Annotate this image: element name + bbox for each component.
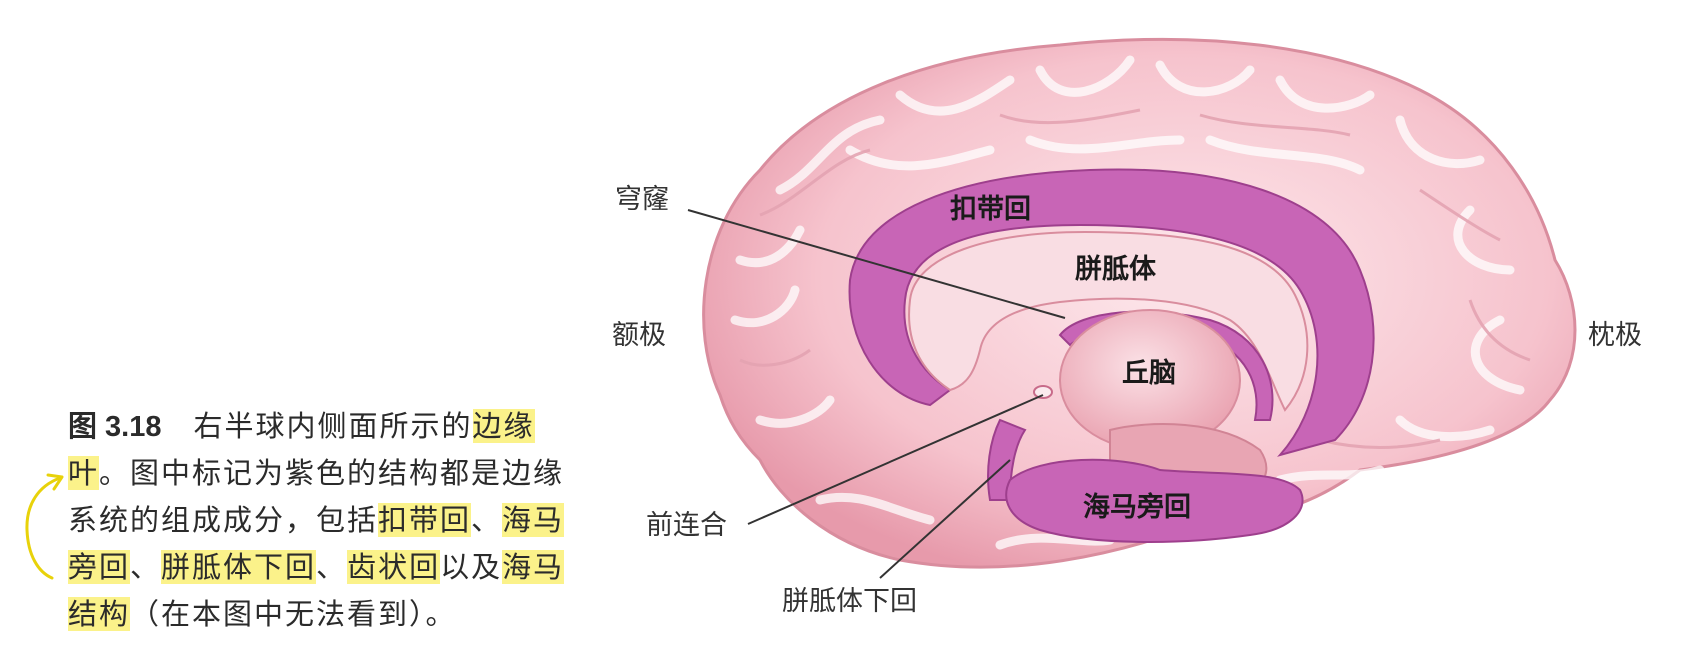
- caption-line-3: 系统的组成成分，包括扣带回、海马: [68, 500, 565, 540]
- sulci-lines: [739, 108, 1531, 449]
- label-cingulate-gyrus: 扣带回: [950, 194, 1031, 225]
- highlighted-text: 齿状回: [347, 550, 441, 584]
- caption-line-4: 旁回、胼胝体下回、齿状回以及海马: [68, 547, 565, 587]
- caption-text: 系统的组成成分，包括: [68, 503, 379, 537]
- label-frontal-pole: 额极: [612, 320, 666, 351]
- highlighted-text: 边缘: [472, 409, 535, 443]
- caption-line-2: 叶。图中标记为紫色的结构都是边缘: [68, 453, 564, 493]
- corpus-callosum: [908, 230, 1309, 412]
- highlighted-text: 海马: [502, 550, 565, 584]
- caption-line-1: 图 3.18 右半球内侧面所示的边缘: [68, 406, 535, 447]
- leader-lines: [687, 209, 1066, 579]
- highlighted-text: 结构: [68, 597, 131, 631]
- caption-text: 、: [316, 550, 348, 584]
- highlighted-text: 胼胝体下回: [161, 550, 317, 584]
- label-corpus-callosum: 胼胝体: [1075, 254, 1157, 285]
- annotation-bracket: [25, 473, 64, 580]
- label-fornix: 穹窿: [615, 184, 669, 215]
- label-subcallosal-gyrus: 胼胝体下回: [782, 586, 917, 617]
- highlighted-text: 扣带回: [378, 503, 472, 537]
- caption-text: 、: [471, 503, 503, 537]
- caption-text: 以及: [440, 550, 503, 584]
- label-parahippocampal-gyrus: 海马旁回: [1083, 491, 1191, 523]
- caption-text: 、: [130, 550, 162, 584]
- subcallosal-gyrus: [987, 418, 1027, 501]
- highlighted-text: 旁回: [68, 550, 131, 584]
- caption-line-5: 结构（在本图中无法看到）。: [68, 594, 457, 634]
- figure-number: 图 3.18: [68, 411, 162, 443]
- parahippocampal-gyrus: [1005, 458, 1304, 543]
- label-occipital-pole: 枕极: [1588, 320, 1642, 351]
- caption-text: （在本图中无法看到）。: [130, 597, 457, 631]
- highlighted-text: 海马: [502, 503, 565, 537]
- label-anterior-commissure: 前连合: [646, 510, 727, 541]
- cingulate-gyrus: [848, 168, 1375, 457]
- highlighted-text: 叶: [68, 456, 100, 490]
- caption-text: 。图中标记为紫色的结构都是边缘: [99, 456, 565, 490]
- anterior-commissure: [1033, 385, 1053, 399]
- label-thalamus: 丘脑: [1122, 358, 1176, 389]
- caption-text: 右半球内侧面所示的: [193, 409, 473, 443]
